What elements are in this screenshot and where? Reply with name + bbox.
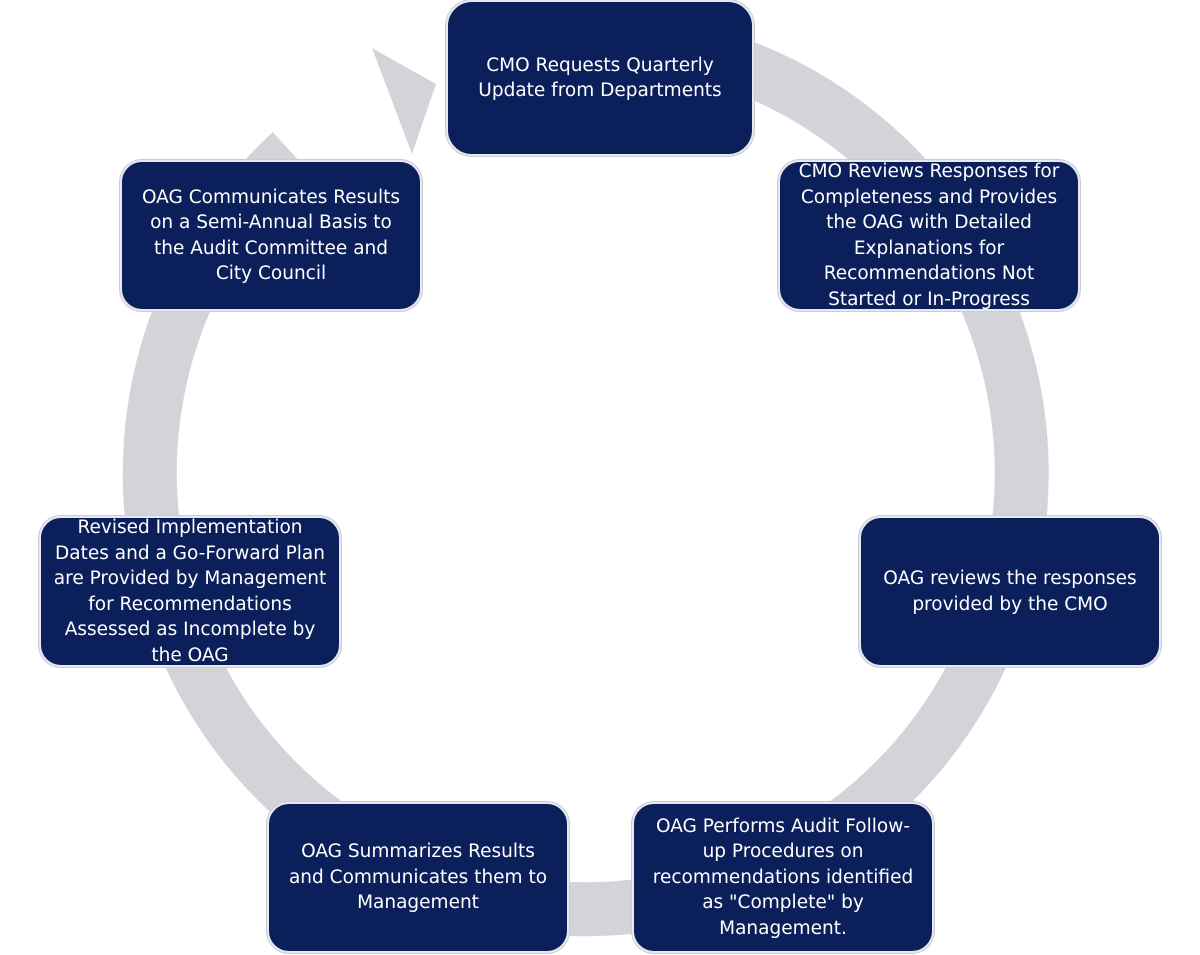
step-oag-performs-follow-up: OAG Performs Audit Follow-up Procedures …	[632, 802, 934, 953]
step-oag-communicates-results: OAG Communicates Results on a Semi-Annua…	[120, 160, 422, 311]
step-label: Revised Implementation Dates and a Go-Fo…	[53, 517, 327, 666]
cycle-arrowhead	[372, 48, 436, 154]
step-oag-summarizes-results: OAG Summarizes Results and Communicates …	[267, 802, 569, 953]
step-label: OAG Summarizes Results and Communicates …	[288, 841, 548, 914]
step-cmo-reviews-responses: CMO Reviews Responses for Completeness a…	[778, 160, 1080, 311]
step-label: CMO Reviews Responses for Completeness a…	[798, 161, 1060, 310]
step-oag-reviews-responses: OAG reviews the responses provided by th…	[859, 516, 1161, 667]
step-label: OAG Communicates Results on a Semi-Annua…	[141, 186, 401, 285]
step-label: OAG reviews the responses provided by th…	[883, 568, 1137, 615]
step-label: CMO Requests Quarterly Update from Depar…	[478, 54, 722, 102]
step-revised-implementation-dates: Revised Implementation Dates and a Go-Fo…	[39, 516, 341, 667]
step-cmo-requests-update: CMO Requests Quarterly Update from Depar…	[446, 0, 754, 156]
step-label: OAG Performs Audit Follow-up Procedures …	[652, 815, 914, 939]
